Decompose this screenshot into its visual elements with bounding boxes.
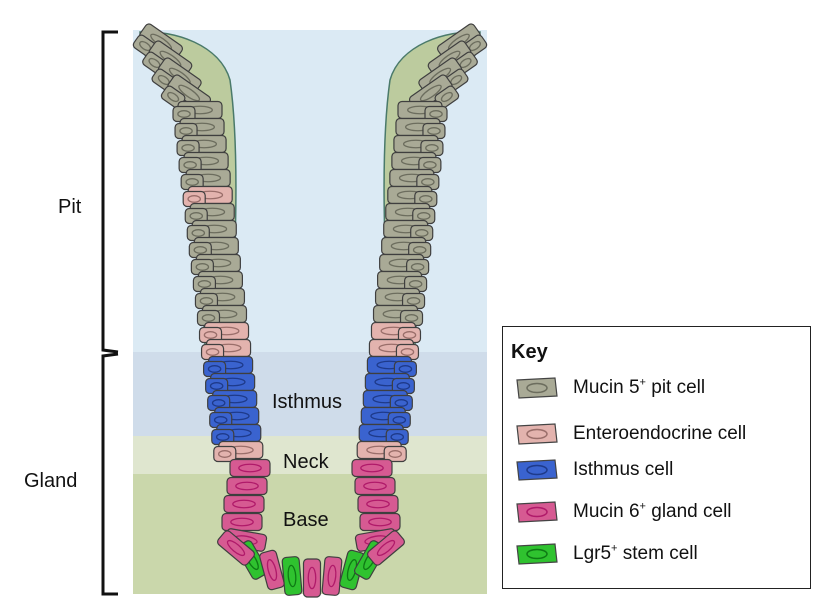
key-item-mucin5: Mucin 5+ pit cell [513,373,705,403]
key-label-name: Isthmus cell [573,459,673,481]
gland-region-label: Gland [24,470,77,493]
key-legend: Key Mucin 5+ pit cell Enteroendocrine ce… [502,326,811,589]
key-item-enteroendocrine: Enteroendocrine cell [513,419,746,449]
mucin6-gland-cell-icon [513,499,559,525]
neck-label: Neck [283,451,330,473]
mucin5-pit-cell-icon [513,375,559,401]
key-label-name: Enteroendocrine cell [573,423,746,445]
enteroendocrine-cell-icon [513,421,559,447]
mucin6-cell [352,460,392,477]
pit-bracket [103,32,118,352]
mucin6-cell [224,496,264,513]
mucin6-cell [230,460,270,477]
mucin6-cell [222,514,262,531]
key-title: Key [511,341,548,364]
mucin6-cell [358,496,398,513]
key-item-isthmus: Isthmus cell [513,455,673,485]
lgr5-cell [282,556,302,595]
key-label-name: Mucin 6 [573,501,640,522]
mucin6-cell [322,556,342,595]
isthmus-label: Isthmus [272,391,342,413]
base-label: Base [283,509,329,531]
mucin6-cell [227,478,267,495]
key-item-lgr5: Lgr5+ stem cell [513,539,698,569]
key-label-rest: pit cell [646,377,705,398]
key-label-rest: stem cell [617,543,697,564]
gland-bracket [103,354,118,594]
key-label-name: Lgr5 [573,543,611,564]
key-item-mucin6: Mucin 6+ gland cell [513,497,732,527]
mucin6-cell [355,478,395,495]
isthmus-cell-icon [513,457,559,483]
mucin6-cell [360,514,400,531]
mucin6-cell [304,559,321,597]
key-label-name: Mucin 5 [573,377,640,398]
pit-region-label: Pit [58,196,81,219]
key-label-rest: gland cell [646,501,732,522]
lgr5-stem-cell-icon [513,541,559,567]
